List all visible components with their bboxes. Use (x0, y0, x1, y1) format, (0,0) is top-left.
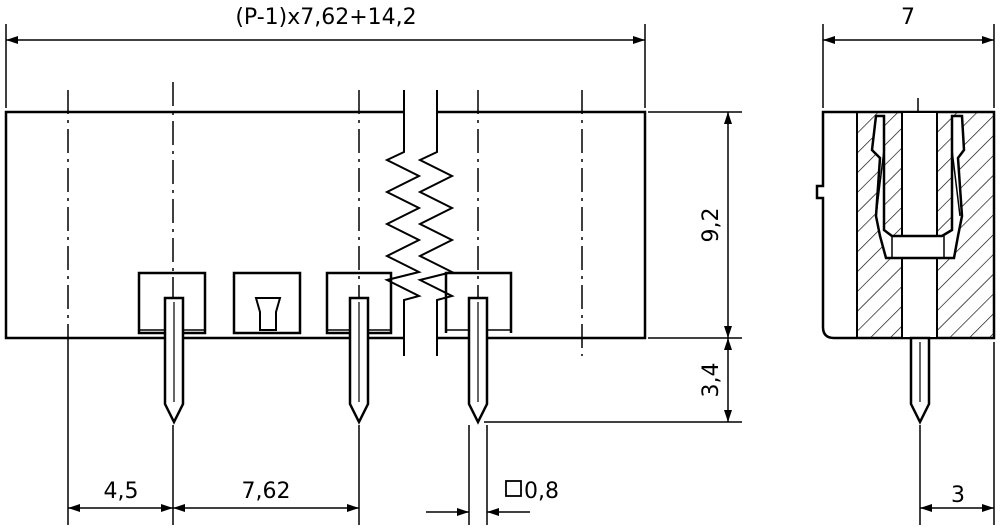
socket-2 (254, 297, 282, 331)
label-pin-offset: 3 (951, 483, 965, 508)
hatch-right (936, 111, 995, 339)
bore (901, 111, 938, 339)
slot-2 (232, 271, 302, 335)
pins (163, 296, 489, 425)
square-symbol-icon (505, 480, 522, 497)
front-view (4, 90, 647, 356)
dimension-lines (5, 24, 995, 525)
label-edge-to-pin: 4,5 (104, 479, 139, 504)
label-overall-length: (P-1)x7,62+14,2 (235, 5, 416, 30)
center-lines (67, 82, 919, 356)
label-pin-square: 0,8 (524, 479, 559, 504)
break-line-left (384, 90, 422, 356)
contact-slots (137, 271, 513, 335)
label-pitch: 7,62 (242, 479, 291, 504)
slot-4 (444, 271, 513, 333)
label-pin-length: 3,4 (699, 363, 724, 398)
side-outline (815, 110, 996, 340)
label-body-height: 9,2 (699, 208, 724, 243)
body-outline-left (4, 110, 404, 340)
label-side-width: 7 (901, 5, 915, 30)
body-outline-right (437, 110, 647, 340)
side-view (815, 110, 996, 425)
